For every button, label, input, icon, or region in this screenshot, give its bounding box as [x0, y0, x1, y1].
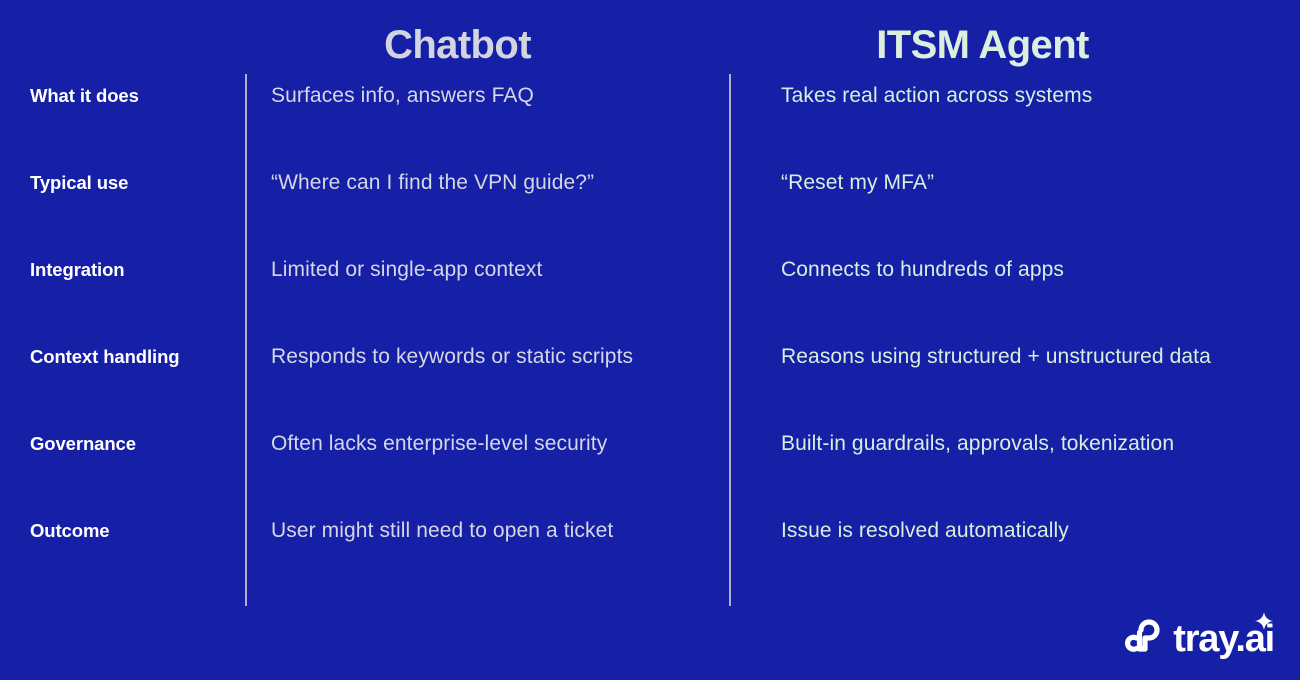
table-row: Typical use “Where can I find the VPN gu…: [0, 167, 1300, 254]
row-value-chatbot: Often lacks enterprise-level security: [271, 432, 608, 455]
row-label: Governance: [30, 433, 136, 454]
row-value-itsm: “Reset my MFA”: [781, 171, 935, 194]
column-header-chatbot: Chatbot: [384, 23, 531, 67]
row-value-itsm: Connects to hundreds of apps: [781, 258, 1064, 281]
row-value-chatbot: Limited or single-app context: [271, 258, 543, 281]
row-value-itsm: Reasons using structured + unstructured …: [781, 345, 1211, 368]
row-value-chatbot: Responds to keywords or static scripts: [271, 345, 634, 368]
row-value-itsm: Takes real action across systems: [781, 84, 1093, 107]
row-value-itsm: Issue is resolved automatically: [781, 519, 1069, 542]
table-row: What it does Surfaces info, answers FAQ …: [0, 80, 1300, 167]
row-label: Context handling: [30, 346, 180, 367]
column-divider-right: [729, 74, 731, 606]
column-divider-left: [245, 74, 247, 606]
logo-text: tray.ai: [1173, 617, 1275, 660]
tray-loop-mark-icon: [1122, 615, 1164, 662]
row-label: What it does: [30, 85, 139, 106]
table-row: Outcome User might still need to open a …: [0, 515, 1300, 602]
row-value-chatbot: “Where can I find the VPN guide?”: [271, 171, 595, 194]
row-value-chatbot: Surfaces info, answers FAQ: [271, 84, 534, 107]
table-row: Integration Limited or single-app contex…: [0, 254, 1300, 341]
table-row: Context handling Responds to keywords or…: [0, 341, 1300, 428]
row-label: Typical use: [30, 172, 129, 193]
column-header-itsm: ITSM Agent: [876, 23, 1089, 67]
row-label: Outcome: [30, 520, 110, 541]
row-value-chatbot: User might still need to open a ticket: [271, 519, 614, 542]
comparison-table: What it does Surfaces info, answers FAQ …: [0, 80, 1300, 602]
row-label: Integration: [30, 259, 125, 280]
table-row: Governance Often lacks enterprise-level …: [0, 428, 1300, 515]
tray-ai-logo: tray.ai: [1122, 611, 1275, 662]
logo-wordmark: tray.ai: [1173, 611, 1275, 660]
sparkle-icon: [1255, 611, 1273, 635]
row-value-itsm: Built-in guardrails, approvals, tokeniza…: [781, 432, 1175, 455]
